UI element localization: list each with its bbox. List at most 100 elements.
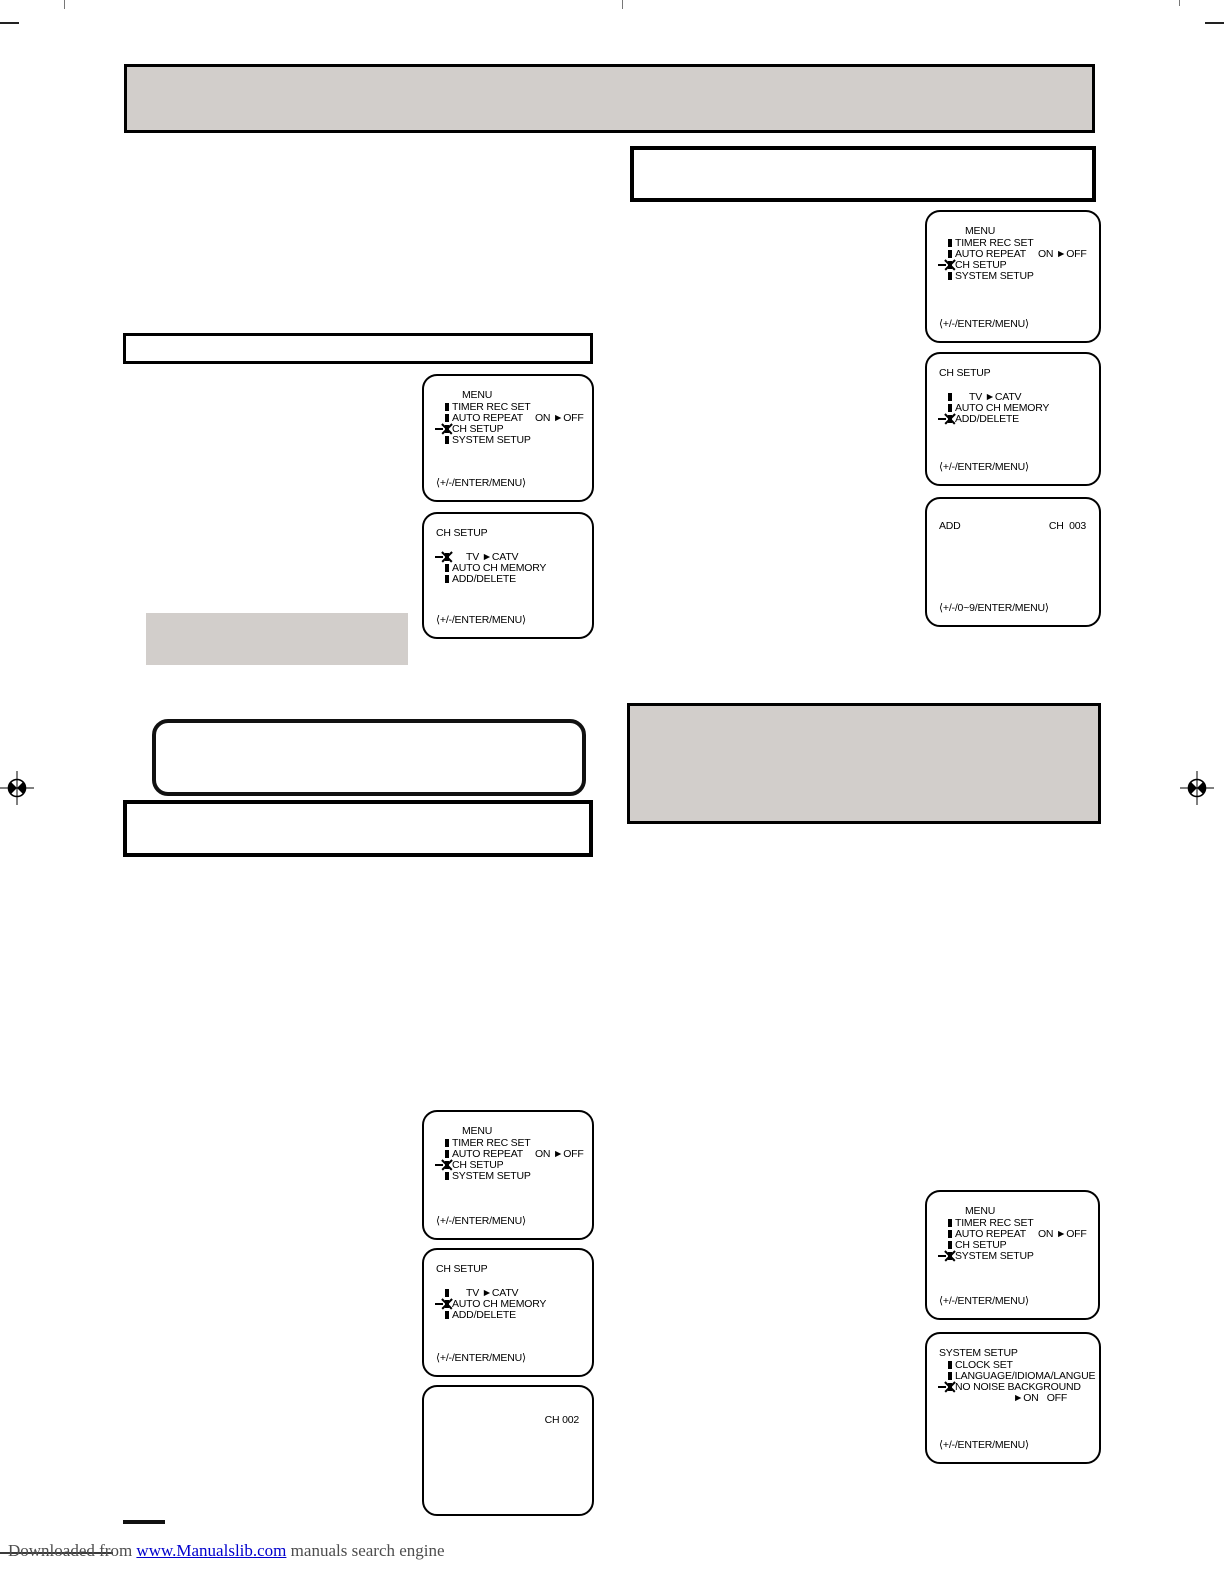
osd-key-guide: ⟨+/-/0~9/ENTER/MENU⟩ [939, 602, 1049, 614]
page-bottom-dash [123, 1520, 165, 1524]
osd-item-label: CH SETUP [452, 423, 504, 435]
osd-header: CH SETUP [939, 368, 1089, 379]
osd-menu-item: NO NOISE BACKGROUND [938, 1381, 1089, 1393]
crop-mark-dash [1205, 22, 1224, 24]
osd-item-label: AUTO REPEAT [452, 412, 523, 424]
cursor-dash-icon [938, 1255, 946, 1257]
section-heading-box-left-1 [123, 333, 593, 364]
registration-mark-icon [0, 771, 34, 805]
osd-menu-item: TIMER REC SET [939, 238, 1089, 249]
cursor-dash-icon [435, 1164, 443, 1166]
osd-menu-item: ADD/DELETE [436, 1310, 582, 1321]
osd-key-guide: ⟨+/-/ENTER/MENU⟩ [939, 318, 1029, 330]
osd-item-label: AUTO CH MEMORY [955, 402, 1050, 414]
osd-title: MENU [462, 389, 493, 401]
osd-menu-item: TV ►CATV [939, 392, 1089, 403]
osd-item-value: ON ►OFF [1037, 1228, 1087, 1240]
osd-menu-item: AUTO CH MEMORY [435, 1298, 582, 1310]
osd-title: MENU [965, 225, 996, 237]
osd-menu-item: CH SETUP [435, 1159, 582, 1171]
osd-item-label: TV ►CATV [969, 391, 1022, 403]
osd-header: MENU [436, 390, 582, 401]
cursor-block-icon [445, 564, 449, 572]
cursor-block-icon [948, 1230, 952, 1238]
osd-item-label: SYSTEM SETUP [955, 270, 1034, 282]
osd-menu-item: AUTO CH MEMORY [939, 403, 1089, 414]
osd-menu-item: SYSTEM SETUP [436, 435, 582, 446]
osd-item-label: AUTO REPEAT [955, 1228, 1026, 1240]
manualslib-footer: Downloaded from www.Manualslib.com manua… [8, 1541, 445, 1561]
crop-mark-dash [0, 22, 19, 24]
osd-menu-item: TV ►CATV [435, 551, 582, 563]
note-rounded-box [152, 719, 586, 796]
osd-item-label: AUTO CH MEMORY [452, 1298, 547, 1310]
cursor-block-icon [445, 414, 449, 422]
crop-mark-tick [1179, 0, 1180, 6]
osd-item-label: CLOCK SET [955, 1359, 1013, 1371]
osd-item-label: CH SETUP [452, 1159, 504, 1171]
osd-menu-item: CH SETUP [938, 259, 1089, 271]
cursor-block-icon [948, 272, 952, 280]
osd-menu-item: SYSTEM SETUP [436, 1171, 582, 1182]
cursor-block-icon [948, 239, 952, 247]
footer-suffix: manuals search engine [286, 1541, 445, 1560]
osd-title: CH SETUP [436, 527, 488, 539]
cursor-block-icon [445, 1289, 449, 1297]
registration-mark-icon [1180, 771, 1214, 805]
cursor-dash-icon [938, 418, 946, 420]
cursor-block-icon [445, 1311, 449, 1319]
osd-item-label: CH SETUP [955, 259, 1007, 271]
osd-menu-item: TIMER REC SET [436, 1138, 582, 1149]
osd-title: CH SETUP [436, 1263, 488, 1275]
manualslib-link[interactable]: www.Manualslib.com [136, 1541, 287, 1560]
osd-item-label: TIMER REC SET [452, 1137, 531, 1149]
cursor-dash-icon [435, 556, 443, 558]
osd-header: CH 002 [436, 1415, 582, 1426]
cursor-block-icon [948, 404, 952, 412]
osd-item-label: LANGUAGE/IDIOMA/LANGUE [955, 1370, 1096, 1382]
osd-header: MENU [939, 226, 1089, 237]
osd-item-label: CH SETUP [955, 1239, 1007, 1251]
osd-key-guide: ⟨+/-/ENTER/MENU⟩ [436, 614, 526, 626]
osd-key-guide: ⟨+/-/ENTER/MENU⟩ [939, 1295, 1029, 1307]
osd-menu-item: AUTO CH MEMORY [436, 563, 582, 574]
cursor-dash-icon [938, 264, 946, 266]
osd-item-label: NO NOISE BACKGROUND [955, 1381, 1081, 1393]
cursor-block-icon [948, 1241, 952, 1249]
redacted-header-bar [124, 64, 1095, 133]
osd-item-label: ADD/DELETE [452, 1309, 516, 1321]
cursor-dash-icon [435, 428, 443, 430]
osd-item-label: TIMER REC SET [955, 237, 1034, 249]
osd-item-label: SYSTEM SETUP [452, 434, 531, 446]
osd-menu-item: AUTO REPEAT ON ►OFF [939, 1229, 1088, 1240]
osd-item-label: ADD/DELETE [955, 413, 1019, 425]
osd-item-label: ADD/DELETE [452, 573, 516, 585]
osd-key-guide: ⟨+/-/ENTER/MENU⟩ [939, 461, 1029, 473]
osd-title: CH SETUP [939, 367, 991, 379]
osd-item-label: AUTO REPEAT [452, 1148, 523, 1160]
osd-title: SYSTEM SETUP [939, 1347, 1018, 1359]
osd-channel-number: CH 003 [1048, 520, 1086, 532]
cursor-block-icon [445, 436, 449, 444]
section-heading-box-right [630, 146, 1096, 202]
cursor-block-icon [948, 250, 952, 258]
osd-item-label: TV ►CATV [466, 1287, 519, 1299]
cursor-block-icon [445, 1139, 449, 1147]
osd-item-label: AUTO CH MEMORY [452, 562, 547, 574]
osd-menu-item: ADD/DELETE [938, 413, 1089, 425]
osd-header: SYSTEM SETUP [939, 1348, 1089, 1359]
